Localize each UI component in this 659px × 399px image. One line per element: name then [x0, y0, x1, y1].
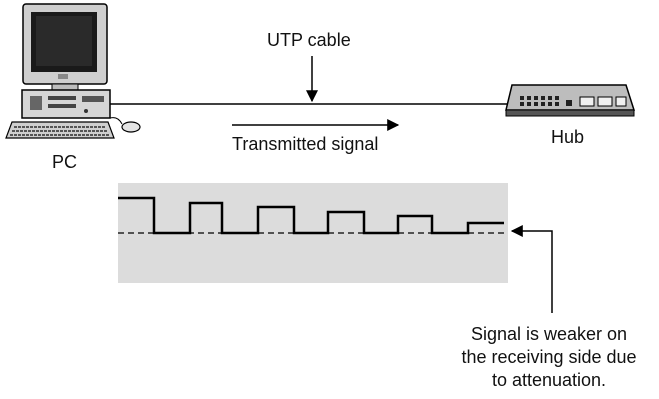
keyboard-icon	[5, 121, 115, 139]
attenuated-signal-waveform	[118, 196, 504, 235]
mouse-icon	[109, 117, 141, 133]
note-line: the receiving side due	[461, 347, 637, 367]
hub-icon	[505, 84, 636, 117]
hub-label: Hub	[551, 127, 585, 147]
note-line: Signal is weaker on	[470, 324, 628, 344]
attenuation-note: Signal is weaker on the receiving side d…	[440, 323, 658, 392]
utp-cable-label: UTP cable	[267, 30, 351, 50]
pc-label: PC	[52, 152, 78, 172]
note-line: to attenuation.	[491, 370, 607, 390]
attenuation-callout-arrow	[510, 225, 553, 313]
transmitted-signal-label: Transmitted signal	[232, 134, 379, 154]
pc-icon	[5, 3, 141, 139]
